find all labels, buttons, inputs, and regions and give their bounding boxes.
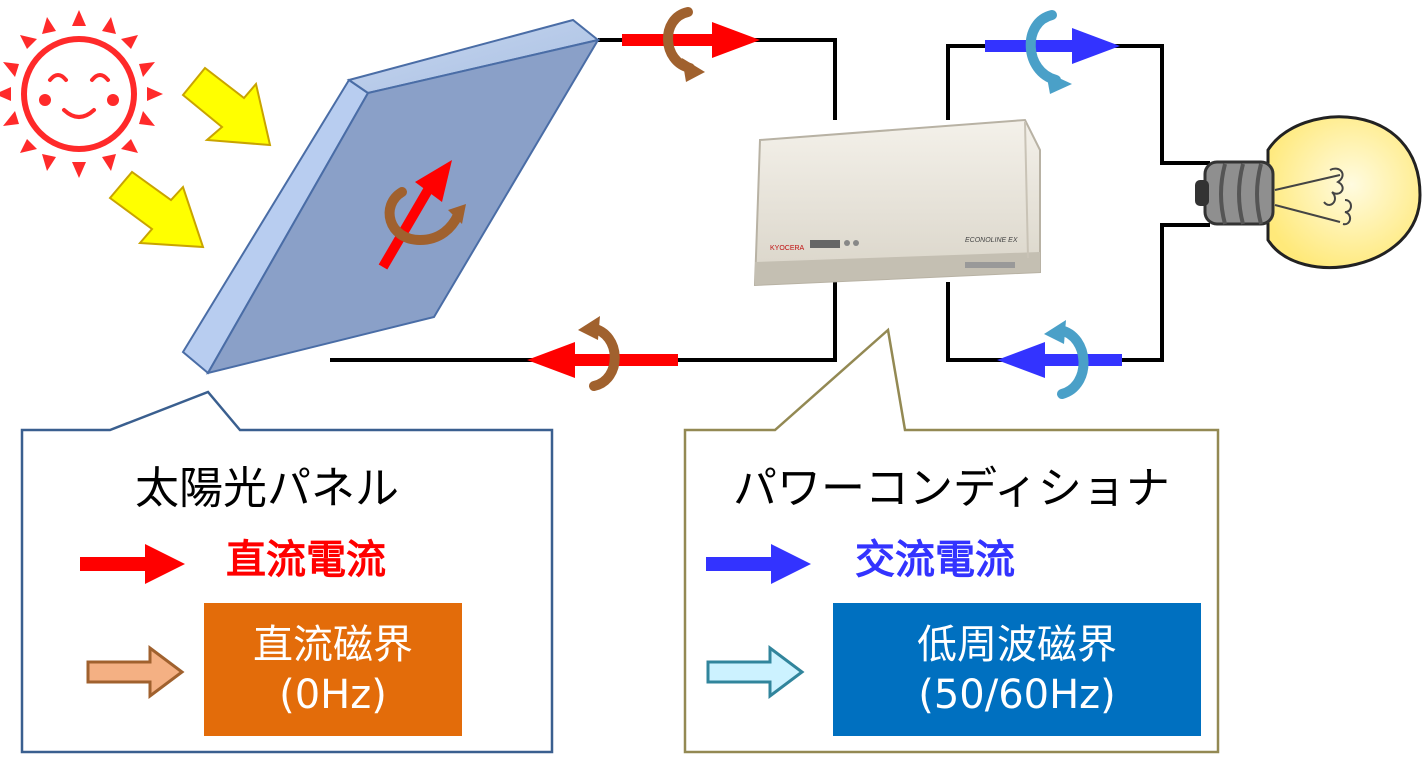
dc-field-label: 直流磁界 (0Hz) [204, 603, 462, 736]
ac-field-label: 低周波磁界 (50/60Hz) [833, 603, 1201, 736]
dc-current-label: 直流電流 [226, 537, 386, 583]
light-bulb-icon [1195, 115, 1422, 269]
sunlight-arrow-icon [181, 66, 272, 147]
ac-field-icon-bottom [1044, 320, 1089, 399]
dc-field-box [204, 603, 462, 736]
solar-panel-icon [181, 18, 601, 375]
pc-model-label: ECONOLINE EX [965, 237, 1018, 244]
ac-current-legend-arrow-icon [706, 544, 811, 584]
dc-field-label-line1: 直流磁界 [253, 621, 413, 668]
sunlight-arrow-icon [108, 170, 205, 249]
sun-icon [0, 10, 163, 178]
dc-current-legend-arrow-icon [80, 544, 185, 584]
dc-field-icon-top [663, 7, 705, 82]
power-conditioner-title: パワーコンディショナ [733, 463, 1170, 514]
solar-panel-callout [20, 390, 554, 754]
sunlight-arrows [108, 66, 272, 249]
dc-current-arrow-bottom [527, 342, 678, 378]
pc-brand-label: KYOCERA [770, 245, 805, 252]
dc-field-label-line2: (0Hz) [279, 671, 387, 718]
ac-current-arrow-bottom [997, 342, 1122, 378]
ac-field-icon-top [1025, 10, 1072, 94]
power-conditioner-callout [683, 327, 1220, 754]
dc-current-arrow-top [622, 22, 760, 58]
ac-field-box [833, 603, 1201, 736]
dc-field-icon-bottom [578, 316, 620, 391]
panel-dc-current-arrow [378, 160, 452, 270]
circuit-wires [330, 38, 1210, 362]
panel-dc-field-icon [384, 187, 466, 246]
ac-field-legend-arrow-icon [706, 645, 805, 699]
power-conditioner-icon: KYOCERA ECONOLINE EX [753, 118, 1041, 287]
solar-panel-title: 太陽光パネル [135, 463, 399, 514]
ac-field-label-line2: (50/60Hz) [918, 671, 1116, 718]
dc-field-legend-arrow-icon [86, 645, 185, 699]
ac-field-label-line1: 低周波磁界 [917, 621, 1117, 668]
ac-current-arrow-top [985, 28, 1120, 64]
ac-current-label: 交流電流 [855, 537, 1015, 583]
